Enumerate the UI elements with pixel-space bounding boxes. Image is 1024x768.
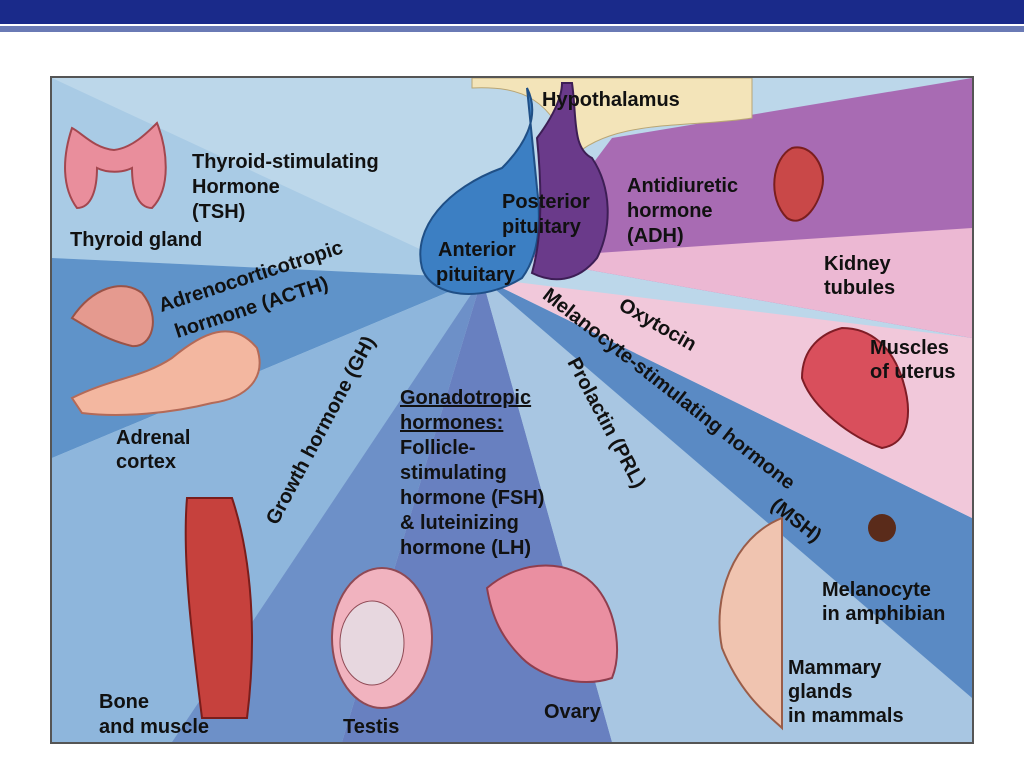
bone-muscle-illustration <box>184 497 253 719</box>
label-gonadotropic-line1: Gonadotropic <box>400 387 532 409</box>
top-rule <box>0 26 1024 32</box>
testis-inner <box>339 600 405 686</box>
wedge-bone <box>52 278 482 742</box>
label-kidney-line2: tubules <box>824 277 896 299</box>
label-posterior-line2: pituitary <box>502 216 581 238</box>
melanocyte-illustration <box>868 514 896 542</box>
label-gonadotropic-line6: & luteinizing <box>400 512 519 534</box>
anterior-pituitary-shape <box>419 87 540 295</box>
top-banner <box>0 0 1024 24</box>
label-bone-line1: Bone <box>99 691 149 713</box>
label-kidney-line1: Kidney <box>824 253 891 275</box>
label-anterior-line1: Anterior <box>438 239 516 261</box>
label-gonadotropic-line5: hormone (FSH) <box>400 487 545 509</box>
label-gonadotropic-line7: hormone (LH) <box>400 537 532 559</box>
label-tsh-line3: (TSH) <box>192 201 246 223</box>
label-adh-line2: hormone <box>627 200 713 222</box>
kidney-illustration <box>773 146 824 222</box>
label-adrenal-line1: Adrenal <box>116 427 191 449</box>
label-melanocyte-line2: in amphibian <box>822 603 946 625</box>
mammary-illustration <box>718 516 783 731</box>
label-adrenal-line2: cortex <box>116 451 177 473</box>
label-gonadotropic-line4: stimulating <box>400 462 507 484</box>
label-tsh-line1: Thyroid-stimulating <box>192 151 379 173</box>
adrenal-upper-illustration <box>70 285 154 348</box>
label-bone-line2: and muscle <box>99 716 210 738</box>
label-adh-line3: (ADH) <box>627 225 684 247</box>
posterior-pituitary-shape <box>530 82 609 281</box>
label-uterus-line2: of uterus <box>870 361 956 383</box>
label-thyroid-gland: Thyroid gland <box>70 229 203 251</box>
wedge-melanocyte <box>482 278 972 698</box>
label-hypothalamus: Hypothalamus <box>542 89 680 111</box>
label-gonadotropic-line3: Follicle- <box>400 437 476 459</box>
label-adh-line1: Antidiuretic <box>627 175 739 197</box>
label-tsh-line2: Hormone <box>192 176 280 198</box>
label-testis: Testis <box>343 716 400 738</box>
label-posterior-line1: Posterior <box>502 191 590 213</box>
label-mammary-line1: Mammary <box>788 657 882 679</box>
label-uterus-line1: Muscles <box>870 337 949 359</box>
label-gonadotropic-line2: hormones: <box>400 412 504 434</box>
label-mammary-line3: in mammals <box>788 705 904 727</box>
wedge-kidney-light <box>522 228 972 338</box>
label-mammary-line2: glands <box>788 681 853 703</box>
diagram-artwork <box>52 78 972 742</box>
adrenal-cortex-illustration <box>70 330 261 416</box>
uterus-illustration <box>800 326 909 450</box>
label-melanocyte-line1: Melanocyte <box>822 579 931 601</box>
label-anterior-line2: pituitary <box>436 264 515 286</box>
label-ovary: Ovary <box>544 701 601 723</box>
pituitary-hormone-diagram: Hypothalamus Thyroid-stimulating Hormone… <box>50 76 974 744</box>
thyroid-illustration <box>64 121 167 210</box>
ovary-illustration <box>485 564 618 683</box>
